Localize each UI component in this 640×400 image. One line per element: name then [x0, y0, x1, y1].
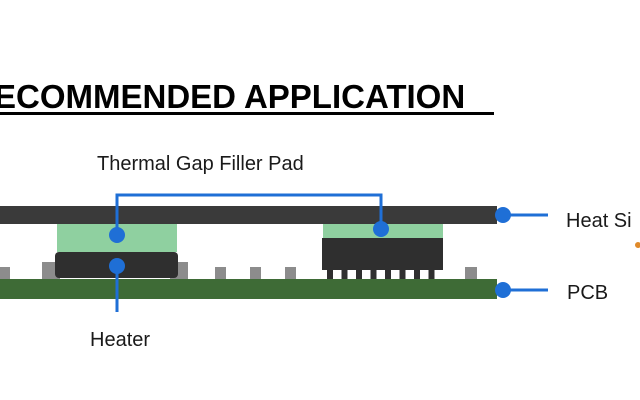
- gap-filler-label: Thermal Gap Filler Pad: [97, 153, 304, 175]
- pcb-pad: [250, 267, 261, 279]
- accent-dot: [635, 242, 640, 248]
- ic-leads: [327, 270, 435, 279]
- ic-lead: [385, 270, 391, 279]
- gap-filler-left-dot: [109, 227, 125, 243]
- pcb-pad: [285, 267, 296, 279]
- gap-filler-callout-line: [115, 193, 383, 235]
- ic-lead: [370, 270, 377, 279]
- pcb-board: [0, 279, 497, 299]
- ic-lead: [414, 270, 420, 279]
- gap-filler-right-dot: [373, 221, 389, 237]
- callout-dots: [109, 207, 511, 298]
- ic-lead: [356, 270, 362, 279]
- pcb-pad: [465, 267, 477, 279]
- ic-lead: [341, 270, 348, 279]
- ic-lead: [399, 270, 406, 279]
- heat-sink-label: Heat Si: [566, 210, 632, 232]
- diagram-title: ECOMMENDED APPLICATION: [0, 78, 465, 115]
- heat-sink-dot: [495, 207, 511, 223]
- pcb-pad: [215, 267, 226, 279]
- pcb-pad: [0, 267, 10, 279]
- pcb-label: PCB: [567, 282, 608, 304]
- heater-dot: [109, 258, 125, 274]
- heater-label: Heater: [90, 329, 150, 351]
- heat-sink: [0, 206, 497, 224]
- ic-lead: [327, 270, 333, 279]
- ic-chip: [322, 238, 443, 279]
- ic-lead: [428, 270, 435, 279]
- ic-body: [322, 238, 443, 270]
- pcb-solder-pads: [0, 267, 477, 279]
- title-underline: [0, 112, 494, 115]
- pcb-dot: [495, 282, 511, 298]
